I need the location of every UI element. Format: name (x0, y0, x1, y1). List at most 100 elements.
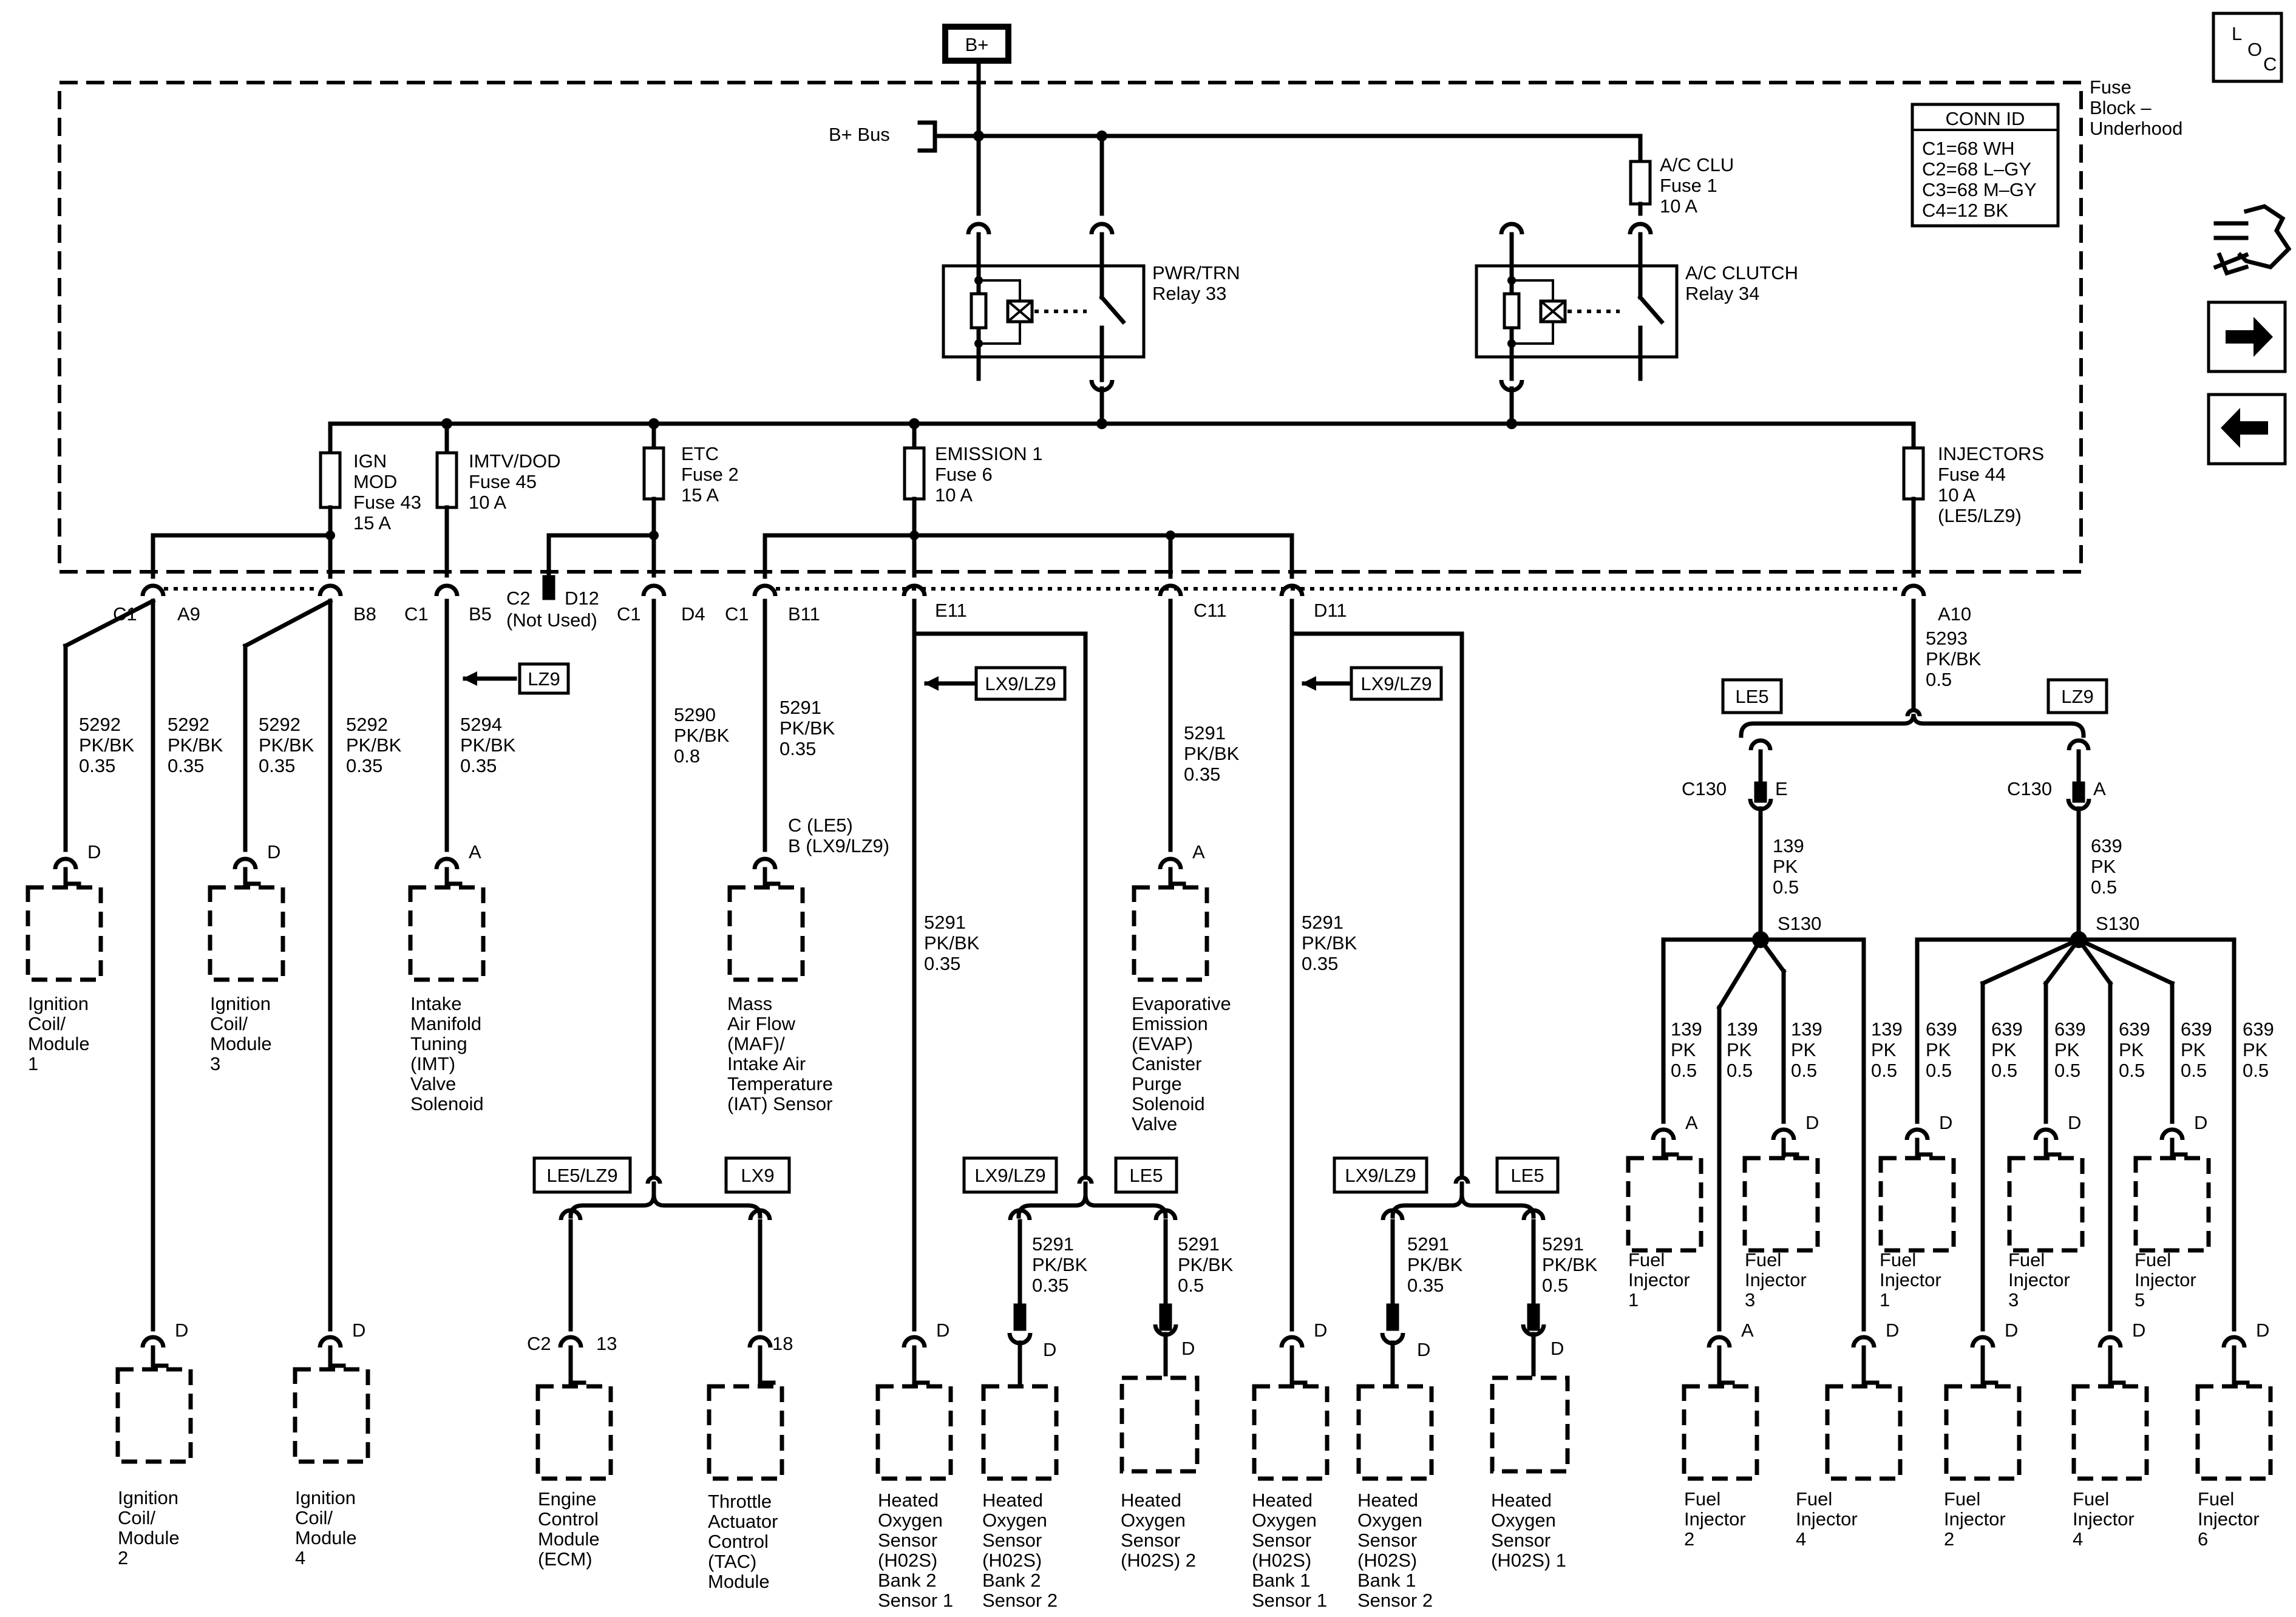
s130-label: S130 (2096, 913, 2139, 934)
ign-mod-fuse-label-line: Fuse 43 (353, 492, 421, 513)
wire-label-etc-line: 5290 (674, 704, 716, 725)
ign-mod-fuse-label-line: MOD (353, 471, 397, 492)
component-outline (1356, 1384, 1434, 1481)
component-imt-line: Intake (410, 993, 461, 1014)
wire-label-etc-line: 0.8 (674, 745, 700, 767)
wire-label-line: PK (1671, 1039, 1696, 1060)
component-ecm-line: Module (538, 1528, 600, 1550)
component-le5-inj1-line: Injector (1628, 1269, 1690, 1290)
connector-cavity (1628, 222, 1653, 235)
relay-contact (1099, 294, 1126, 325)
wire-label-s1-line: 5291 (1542, 1233, 1584, 1255)
component-tac-line: Actuator (708, 1511, 778, 1532)
component-b2s2-line: Sensor 2 (982, 1590, 1058, 1611)
component-le5-inj3-line: Injector (1745, 1269, 1807, 1290)
connector-cavity (140, 1335, 166, 1348)
inline-pin (1386, 1303, 1399, 1331)
coil-lead (1512, 322, 1554, 345)
tag-le5: LE5 (1510, 1165, 1544, 1186)
injectors-fuse-label-line: Fuse 44 (1938, 464, 2006, 485)
wire-label-b2s2-line: 0.35 (1032, 1275, 1068, 1296)
coil-junction (974, 339, 983, 348)
coil-x (1540, 300, 1566, 323)
coil-junction (1507, 339, 1516, 348)
component-le5-inj1-line: 1 (1628, 1289, 1639, 1310)
connector-cavity (1158, 856, 1183, 870)
component-b1s2-line: (H02S) (1357, 1550, 1417, 1571)
component-outline (2071, 1384, 2149, 1481)
bplus-bus-label: B+ Bus (829, 124, 890, 145)
tag-lx9-lz9-frame (1333, 1156, 1428, 1194)
component-b2s2-line: Heated (982, 1490, 1043, 1511)
wire (1980, 937, 2082, 986)
component-outline (115, 1367, 193, 1464)
component-maf-line: Mass (727, 993, 772, 1014)
maf-pin-label-line: C (LE5) (788, 815, 853, 836)
connector-cavity (1748, 738, 1773, 751)
wire-label-line: 0.5 (1727, 1060, 1753, 1081)
connector-cavity (1771, 1127, 1796, 1141)
injectors-fuse (1902, 446, 1925, 501)
wire-label-coil4-line: 0.35 (346, 755, 382, 776)
component-outline (208, 885, 285, 982)
component-outline (727, 885, 805, 982)
connector-cavity (641, 583, 667, 597)
wire-label-line: PK (1926, 1039, 1951, 1060)
pin-label: D (175, 1320, 188, 1341)
ac-clu-fuse (1629, 160, 1652, 206)
relay-contact (1637, 294, 1665, 325)
component-outline (2133, 1156, 2211, 1253)
wire-label-b2s1-line: PK/BK (924, 932, 980, 954)
maf-pin-label: C (LE5)B (LX9/LZ9) (788, 815, 889, 856)
wire (2076, 937, 2175, 986)
wire-label-line: 639 (1991, 1019, 2023, 1040)
component-b1s1-line: Sensor 1 (1252, 1590, 1327, 1611)
connector-wrench-icon[interactable] (2213, 204, 2292, 276)
component-coil1-line: Ignition (28, 993, 89, 1014)
wire-label-coil2-line: PK/BK (168, 734, 223, 756)
wire-label-line: 0.5 (1991, 1060, 2017, 1081)
bus-splice (973, 131, 984, 141)
splice-bar (1661, 937, 1866, 1332)
connector-cavity (902, 1335, 927, 1348)
tag-lx9: LX9 (741, 1165, 774, 1186)
wire-label-coil2-line: 5292 (168, 714, 209, 735)
arrow-head (924, 676, 939, 691)
wire-label-evap-line: 0.35 (1184, 764, 1220, 785)
component-b1s1-line: Oxygen (1252, 1510, 1317, 1531)
wire-label-line: 139 (1671, 1019, 1702, 1040)
c1-label: C1 (113, 603, 137, 625)
component-lz9-inj5-line: Fuel (2135, 1249, 2171, 1270)
component-lz9-inj4-line: Fuel (2073, 1488, 2109, 1510)
relay-33-label-line: PWR/TRN (1152, 262, 1240, 283)
wire-label-639-line: 639 (2091, 835, 2122, 856)
wire-label-maf-line: 5291 (779, 697, 821, 718)
c130-label: C130 (2007, 778, 2052, 799)
pin-label: D (1805, 1112, 1819, 1133)
wire-label-imt-line: 0.35 (460, 755, 497, 776)
wire-label-line: 139 (1791, 1019, 1822, 1040)
connector-cavity (559, 1208, 583, 1221)
component-le5-inj3-line: 3 (1745, 1289, 1755, 1310)
component-b1s2-line: Bank 1 (1357, 1570, 1416, 1591)
bplus-label: B+ (965, 34, 989, 55)
component-s1-line: Heated (1491, 1490, 1552, 1511)
wire-label-line: 639 (2054, 1019, 2086, 1040)
option-brace (1016, 1194, 1168, 1219)
wire-label-b2s2-line: 5291 (1032, 1233, 1074, 1255)
wire-label-evap-line: PK/BK (1184, 743, 1240, 764)
d4-label: D4 (681, 603, 705, 625)
ac-clu-fuse-label-line: 10 A (1660, 195, 1697, 217)
wire-label-line: 139 (1871, 1019, 1903, 1040)
pin-label: D (2068, 1112, 2081, 1133)
